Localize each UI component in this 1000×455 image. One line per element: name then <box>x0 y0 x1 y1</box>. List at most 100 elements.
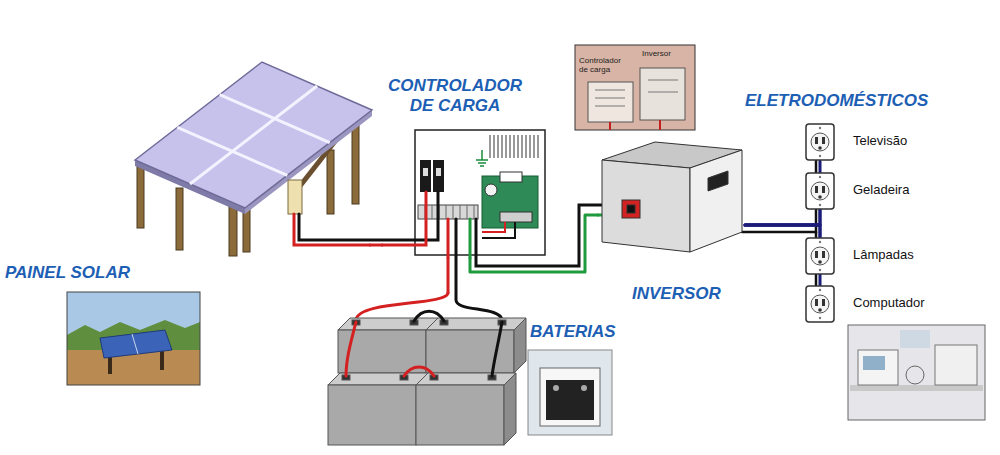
inverter: INVERSOR <box>598 135 745 307</box>
appliance-name: Computador <box>853 296 925 311</box>
wiring <box>294 128 816 320</box>
controller-board <box>482 176 538 228</box>
outlet-slot <box>815 137 818 144</box>
outlet-slot <box>822 186 825 193</box>
outlet-screw <box>819 155 821 157</box>
photo-terminal <box>553 385 559 391</box>
appliance-name: Televisão <box>853 134 907 149</box>
photo-frame <box>67 292 200 385</box>
section-heading: ELETRODOMÉSTICOS <box>745 91 928 111</box>
photo-caption: Controlador de carga <box>579 57 625 75</box>
outlet-screw <box>819 317 821 319</box>
battery-links <box>346 311 502 376</box>
photo-ground <box>67 350 200 385</box>
panel-post <box>176 188 183 250</box>
photo-wire <box>610 120 660 130</box>
battery-wire-black <box>456 219 502 320</box>
photo-fan <box>906 366 924 384</box>
breaker-toggle <box>436 168 441 176</box>
outlet-slot <box>815 251 818 258</box>
photo-controller <box>588 82 633 122</box>
outlet-socket <box>811 182 829 200</box>
outlet-screw <box>819 289 821 291</box>
controller-wire-red <box>382 192 426 245</box>
charge-controller: CONTROLADOR DE CARGA <box>382 72 548 258</box>
battery-bank: BATERIAS <box>326 293 625 450</box>
terminal-dividers <box>425 205 474 219</box>
photo-battery <box>546 380 594 420</box>
battery-top <box>416 373 516 385</box>
outlet-socket <box>811 133 829 151</box>
inverter-plate <box>708 171 728 191</box>
inverter-wire-green <box>469 219 472 258</box>
photo-frame <box>528 350 612 435</box>
heat-sink <box>490 135 538 158</box>
photo-box <box>540 368 600 426</box>
battery-photo <box>528 350 612 435</box>
photo-equipment <box>935 345 977 385</box>
outlet-socket <box>811 247 829 265</box>
wire-connector <box>470 215 598 272</box>
photo-frame <box>848 325 985 420</box>
ground-symbol <box>476 150 488 166</box>
component-heading: BATERIAS <box>530 322 616 342</box>
inverter-drawing <box>602 142 742 252</box>
outlet-icon <box>805 237 835 275</box>
panel-post <box>243 208 250 252</box>
photo-inverter <box>640 68 685 120</box>
appliance-outlet: Geladeira <box>805 172 950 210</box>
field-photo <box>67 292 200 385</box>
wire-connector <box>370 244 382 247</box>
battery-top <box>426 318 526 330</box>
outlet-slot <box>822 251 825 258</box>
battery-top <box>328 373 428 385</box>
photo-frame <box>575 45 695 130</box>
wire-connector <box>745 210 820 225</box>
outlet-slot <box>815 186 818 193</box>
inverter-side <box>690 150 742 252</box>
photo-equipment <box>858 350 898 385</box>
outlet-screw <box>819 269 821 271</box>
outlet-screw <box>819 176 821 178</box>
junction-box <box>288 180 302 214</box>
board-tag <box>500 172 522 182</box>
panel-post <box>327 150 334 214</box>
battery-wire-red <box>356 293 448 320</box>
appliance-name: Geladeira <box>853 183 909 198</box>
outlet-ground <box>818 195 822 199</box>
component-heading: CONTROLADOR DE CARGA <box>385 76 525 115</box>
outlet-slot <box>815 299 818 306</box>
panel-post <box>352 120 359 204</box>
appliance-outlet: Lâmpadas <box>805 237 950 275</box>
charge-controller-drawing <box>415 130 545 255</box>
panel-wire-black <box>299 192 438 240</box>
outlet-slot <box>822 299 825 306</box>
appliance-outlet: Televisão <box>805 123 950 161</box>
photo-terminal <box>581 385 587 391</box>
photo-sky <box>67 292 200 385</box>
outlet-socket <box>811 295 829 313</box>
photo-screen <box>863 356 885 370</box>
solar-panel-array-drawing <box>135 62 372 256</box>
board-meter <box>485 184 497 196</box>
outlet-screw <box>819 241 821 243</box>
battery-bank-drawing <box>328 318 526 445</box>
breaker-toggle <box>423 168 428 176</box>
inverter-switch <box>622 200 640 218</box>
wire-connector <box>745 225 820 237</box>
outlet-slot <box>822 137 825 144</box>
photo-panel-line <box>132 334 138 354</box>
outlet-plate <box>806 286 834 322</box>
panel-post <box>137 166 144 228</box>
battery-side <box>514 318 526 373</box>
outlet-ground <box>818 260 822 264</box>
photo-table <box>850 385 983 391</box>
inverter-front <box>602 160 690 252</box>
battery-front <box>416 385 504 445</box>
component-heading: PAINEL SOLAR <box>5 263 130 283</box>
photo-detail <box>595 80 678 106</box>
